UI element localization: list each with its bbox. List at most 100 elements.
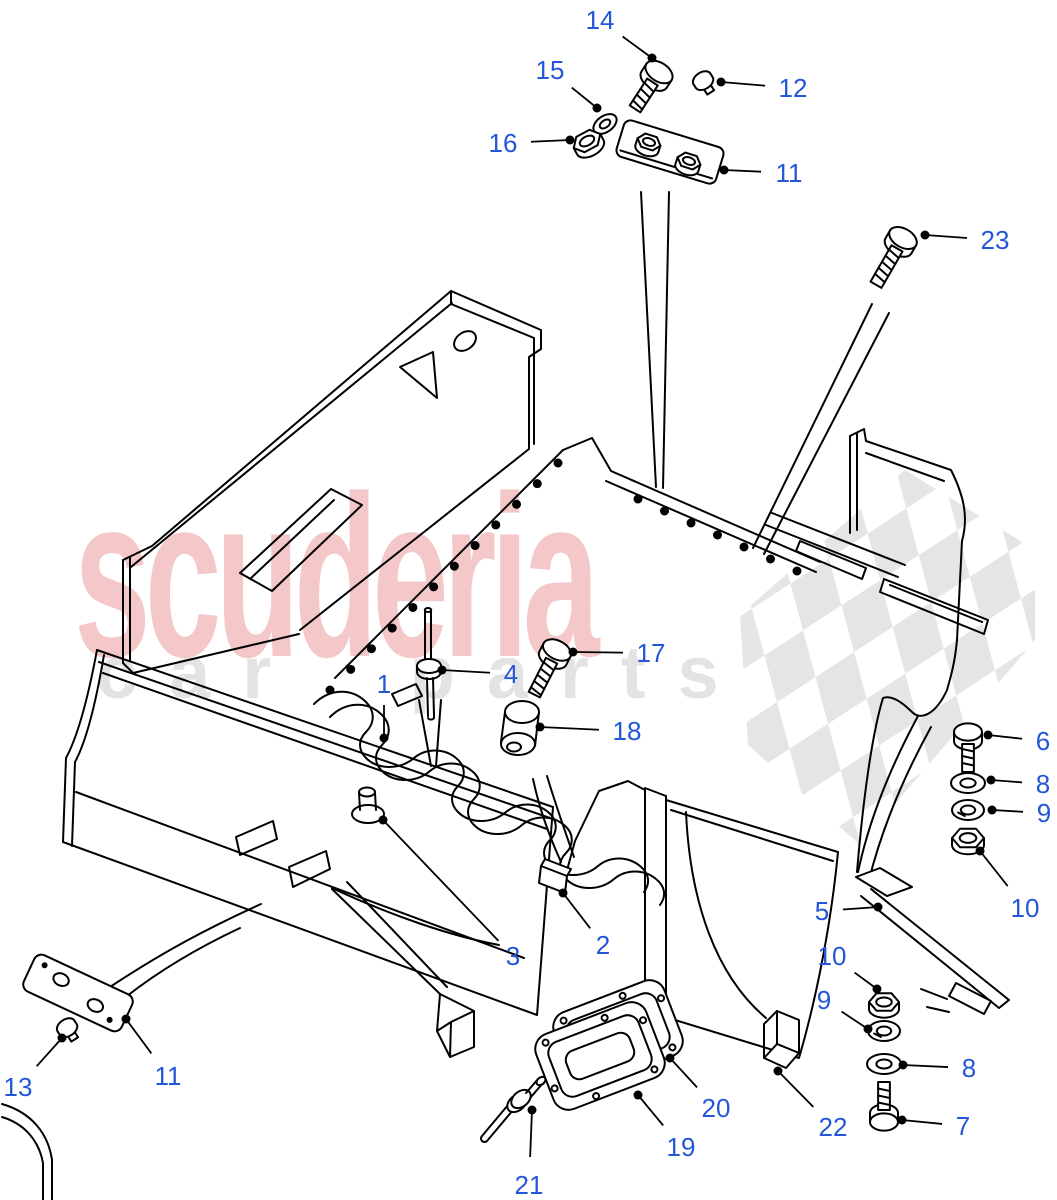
part-number-label: 13 xyxy=(4,1072,33,1102)
leader-line xyxy=(572,651,624,654)
part-nut-on-plate-a xyxy=(634,132,662,158)
leader-line xyxy=(841,1010,869,1030)
part-bolt-6 xyxy=(953,722,983,773)
part-spring-washer-9 xyxy=(951,799,985,821)
leader-dot xyxy=(121,1014,131,1024)
leader-line xyxy=(622,35,653,59)
part-number-label: 22 xyxy=(819,1112,848,1142)
callout-18: 18 xyxy=(535,716,642,746)
fastener-parts xyxy=(55,59,986,1132)
rivet-holes xyxy=(325,458,802,695)
part-nut-on-plate-b xyxy=(674,151,702,177)
leader-dot xyxy=(592,103,602,113)
part-number-label: 12 xyxy=(779,73,808,103)
leader-line xyxy=(723,169,762,173)
callout-9: 9 xyxy=(987,798,1051,828)
leader-line xyxy=(720,81,766,87)
part-rivet-12 xyxy=(691,70,716,96)
rear-sill-capping xyxy=(765,512,906,580)
part-bolt-17 xyxy=(527,638,573,699)
part-number-label: 19 xyxy=(667,1132,696,1162)
part-number-label: 9 xyxy=(1037,798,1051,828)
leader-dot xyxy=(987,805,997,815)
part-plate-11-top xyxy=(615,119,725,185)
leader-dot xyxy=(568,647,578,657)
callout-15: 15 xyxy=(536,55,602,113)
part-number-label: 17 xyxy=(637,638,666,668)
part-bracket-22 xyxy=(763,1010,800,1069)
part-number-label: 8 xyxy=(1036,769,1050,799)
callout-1: 1 xyxy=(377,669,391,743)
callout-19: 19 xyxy=(633,1090,696,1162)
leader-dot xyxy=(897,1115,907,1125)
inner-wheelbox xyxy=(644,787,839,1059)
leader-dot xyxy=(647,53,657,63)
callout-5: 5 xyxy=(815,896,883,926)
leader-dot xyxy=(379,733,389,743)
leader-dot xyxy=(920,230,930,240)
callout-3: 3 xyxy=(378,815,520,971)
leader-line xyxy=(991,809,1024,813)
part-number-label: 6 xyxy=(1036,726,1050,756)
leader-dot xyxy=(773,1066,783,1076)
leader-line xyxy=(979,850,1009,887)
callout-17: 17 xyxy=(568,638,666,668)
part-number-label: 9 xyxy=(817,985,831,1015)
part-pin-21 xyxy=(479,1075,547,1144)
callout-13: 13 xyxy=(4,1033,67,1102)
leader-line xyxy=(777,1070,815,1108)
leader-dot xyxy=(975,846,985,856)
leader-dot xyxy=(558,888,568,898)
tailgate-panel xyxy=(62,649,554,1058)
part-bolt-23 xyxy=(869,225,918,289)
leader-line xyxy=(987,734,1023,740)
leader-dot xyxy=(872,984,882,994)
callout-12: 12 xyxy=(716,73,808,103)
leader-line xyxy=(669,1057,698,1089)
leader-dot xyxy=(863,1024,873,1034)
part-number-label: 11 xyxy=(155,1061,182,1091)
leader-line xyxy=(901,1119,943,1125)
part-nut-16 xyxy=(572,128,606,159)
part-number-label: 21 xyxy=(515,1170,544,1200)
callout-22: 22 xyxy=(773,1066,848,1142)
part-number-label: 20 xyxy=(702,1093,731,1123)
callout-4: 4 xyxy=(437,659,518,689)
leader-line xyxy=(990,779,1023,784)
leader-dot xyxy=(716,77,726,87)
leader-line xyxy=(36,1037,63,1067)
locator-lines xyxy=(331,191,932,946)
callout-11: 11 xyxy=(121,1014,182,1091)
right-quarter-panel xyxy=(849,428,989,873)
callout-23: 23 xyxy=(920,225,1009,255)
callout-14: 14 xyxy=(586,5,657,63)
leader-line xyxy=(842,906,879,911)
part-number-label: 15 xyxy=(536,55,565,85)
callout-10: 10 xyxy=(975,846,1039,923)
callout-8: 8 xyxy=(986,769,1050,799)
cross-member-support xyxy=(313,683,666,906)
callout-16: 16 xyxy=(489,128,575,158)
callout-21: 21 xyxy=(515,1105,544,1200)
callout-10: 10 xyxy=(818,941,882,994)
partial-part-bottom-left xyxy=(1,1103,53,1200)
leader-line xyxy=(637,1094,664,1126)
leader-dot xyxy=(437,665,447,675)
part-number-label: 8 xyxy=(962,1053,976,1083)
part-number-label: 1 xyxy=(377,669,391,699)
part-number-label: 18 xyxy=(613,716,642,746)
leader-dot xyxy=(986,775,996,785)
part-spring-washer-9b xyxy=(867,1020,901,1042)
part-number-label: 3 xyxy=(506,941,520,971)
part-washer-8b xyxy=(866,1053,902,1075)
leader-dot xyxy=(983,730,993,740)
leader-dot xyxy=(57,1033,67,1043)
leader-dot xyxy=(665,1053,675,1063)
leader-line xyxy=(539,726,600,731)
part-pin-4 xyxy=(416,607,442,721)
callout-20: 20 xyxy=(665,1053,731,1123)
callout-2: 2 xyxy=(558,888,610,960)
